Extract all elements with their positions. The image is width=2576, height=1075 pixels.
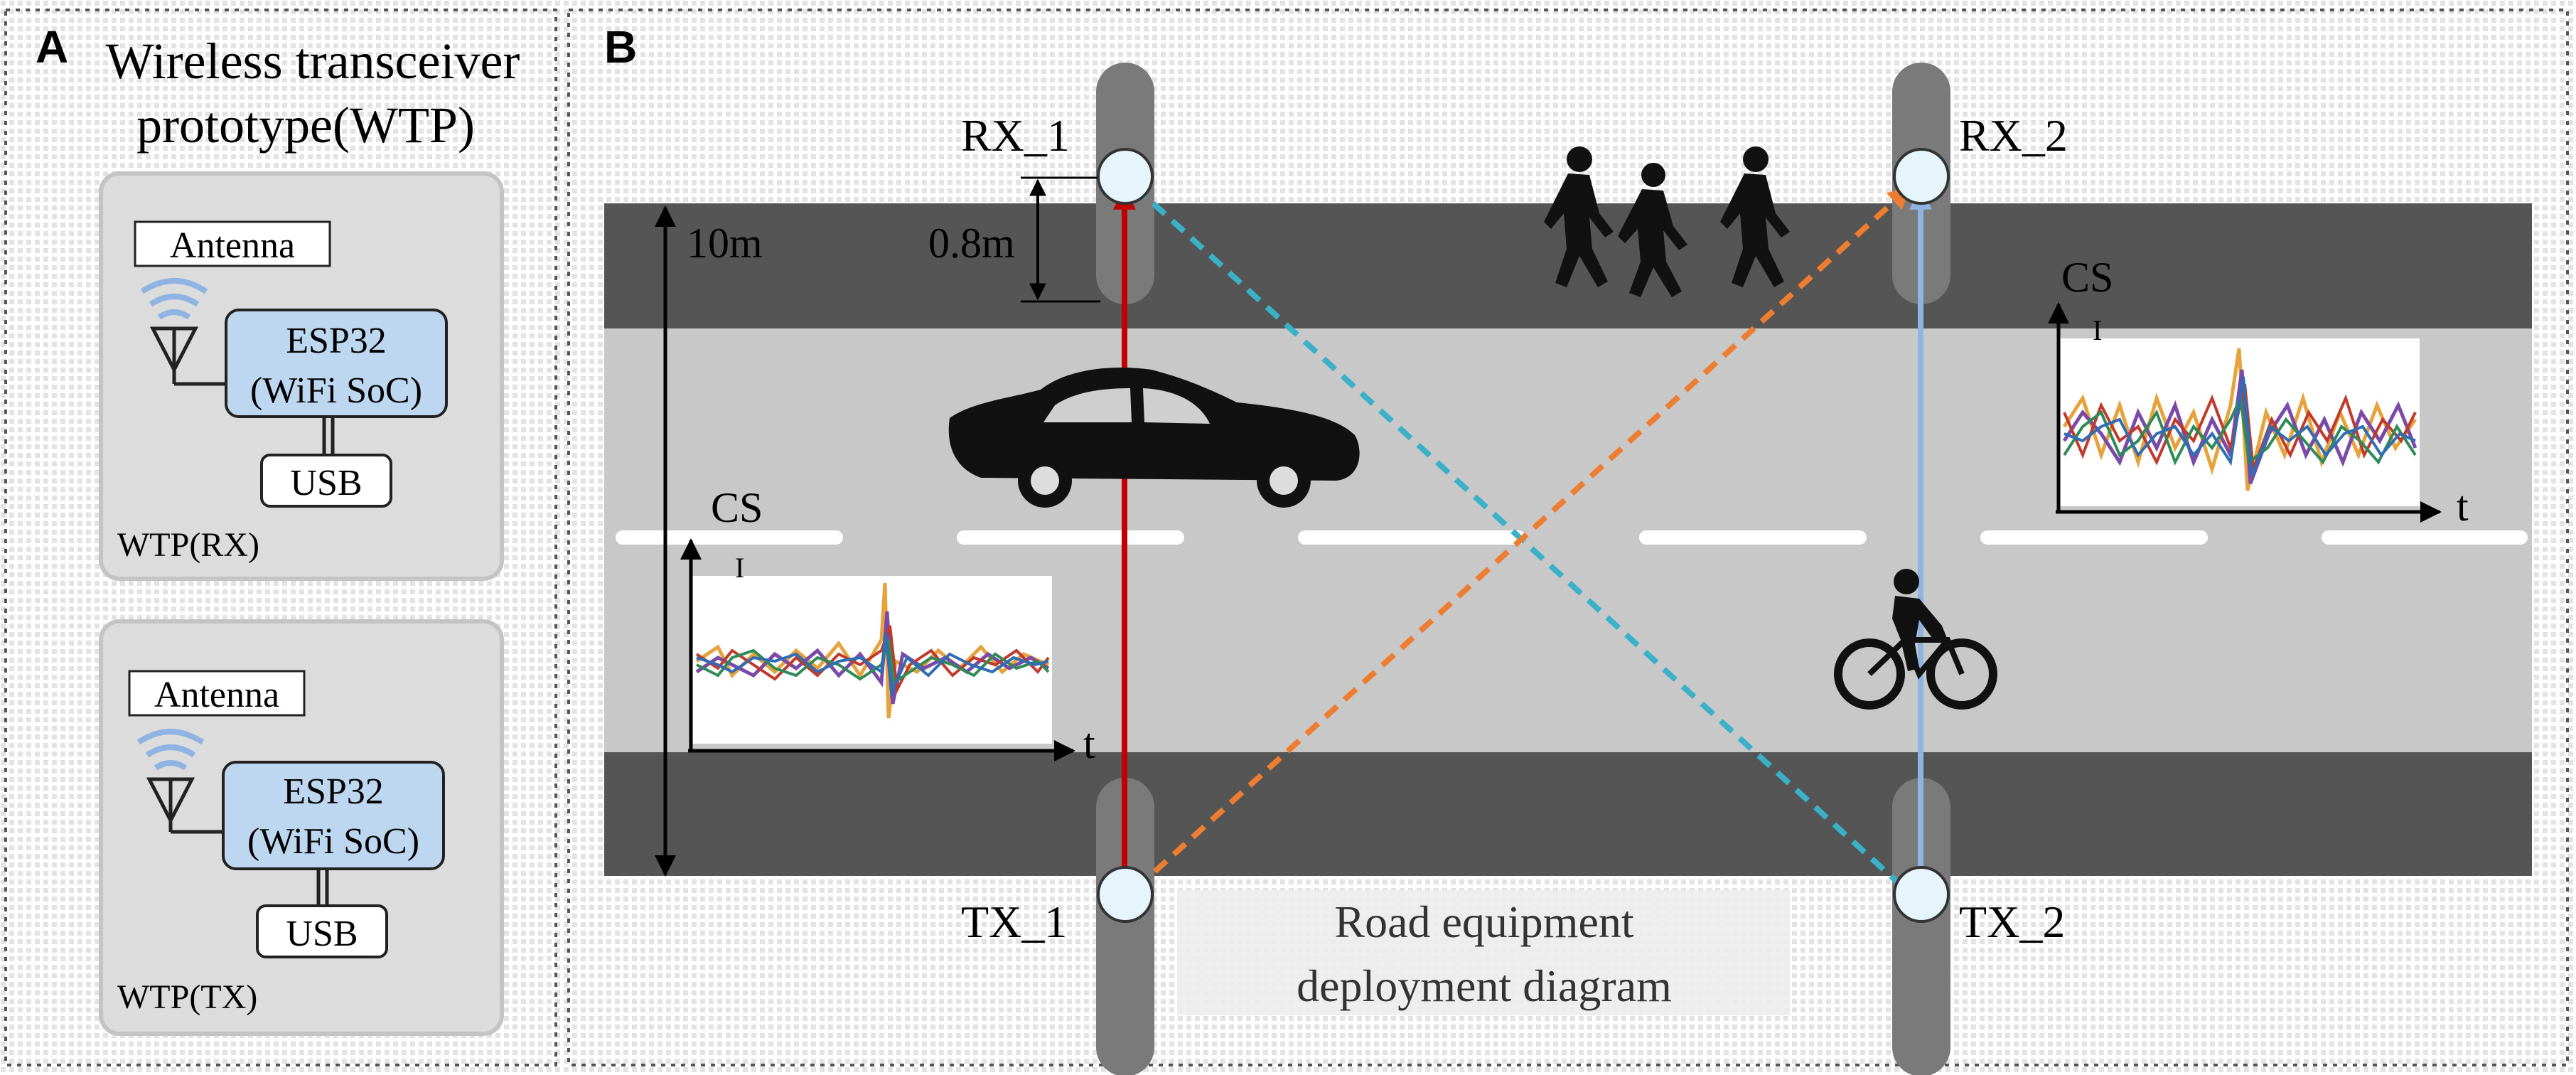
chip-label-line2: (WiFi SoC) — [250, 370, 422, 411]
usb-label: USB — [286, 914, 358, 954]
device-label: WTP(RX) — [117, 526, 259, 564]
lane-dash — [616, 530, 843, 545]
usb-label: USB — [290, 463, 362, 503]
pole-tx1 — [1096, 778, 1154, 1075]
panel-a: A Wireless transceiver prototype(WTP) An… — [4, 9, 557, 1066]
esp32-chip — [222, 761, 445, 870]
panel-a-frame — [4, 9, 557, 1066]
node-tx1 — [1097, 866, 1154, 923]
plot-y-label: CS — [711, 484, 763, 531]
node-label-tx1: TX_1 — [961, 897, 1067, 947]
panel-a-title-line1: Wireless transceiver — [106, 33, 520, 90]
panel-b: B 10m 0.8m — [567, 9, 2569, 1075]
pedestrian-icon — [1618, 163, 1687, 297]
plot-x-label: t — [1083, 720, 1095, 767]
antenna-label-box — [128, 670, 306, 717]
plot-x-label: t — [2457, 483, 2469, 530]
chip-label-line2: (WiFi SoC) — [247, 821, 419, 862]
chip-label-line1: ESP32 — [286, 321, 387, 361]
link-tx1-rx2 — [1134, 186, 1911, 891]
lane-dash — [2322, 530, 2528, 545]
panel-a-title-line2: prototype(WTP) — [136, 97, 475, 154]
panel-b-letter: B — [604, 21, 637, 73]
caption-box — [1177, 890, 1790, 1015]
signal-plot-right: CS I t — [2048, 254, 2469, 530]
plot-y-label: CS — [2061, 254, 2113, 301]
usb-port — [260, 454, 392, 508]
antenna-icon — [140, 278, 226, 386]
cyclist-icon — [1834, 569, 1997, 710]
sidewalk-bottom — [604, 752, 2532, 876]
antenna-label: Antenna — [170, 225, 295, 266]
node-rx1 — [1097, 148, 1154, 205]
chip-label-line1: ESP32 — [283, 771, 384, 812]
panel-b-frame — [567, 9, 2569, 1066]
esp32-chip — [225, 309, 448, 418]
lane-dash — [1980, 530, 2208, 545]
antenna-label-box — [134, 220, 331, 267]
plot-y-sub: I — [2093, 314, 2102, 346]
pole-tx2 — [1892, 778, 1950, 1075]
lane-dash — [1298, 530, 1525, 545]
node-label-rx1: RX_1 — [961, 110, 1070, 161]
node-rx2 — [1893, 148, 1950, 205]
plot-y-sub: I — [735, 552, 744, 584]
antenna-icon — [136, 729, 223, 834]
usb-port — [256, 904, 388, 958]
car-icon — [948, 368, 1360, 508]
road-width-label: 10m — [687, 220, 763, 267]
node-label-rx2: RX_2 — [1959, 110, 2068, 161]
caption-line2: deployment diagram — [1297, 961, 1672, 1011]
antenna-label: Antenna — [154, 675, 279, 715]
signal-trace — [696, 632, 1049, 699]
pedestrian-icon — [1544, 146, 1614, 287]
device-label: WTP(TX) — [117, 978, 257, 1016]
lane-dash — [1639, 530, 1867, 545]
signal-trace — [2064, 376, 2416, 477]
node-label-tx2: TX_2 — [1959, 897, 2065, 947]
signal-plot-left: CS I t — [680, 484, 1095, 767]
panel-a-letter: A — [36, 21, 68, 73]
pole-offset-label: 0.8m — [928, 220, 1015, 267]
caption-line1: Road equipment — [1334, 897, 1633, 947]
device-card-tx: Antenna ESP32 (WiFi SoC) USB WTP(TX) — [99, 619, 504, 1036]
device-card-rx: Antenna ESP32 (WiFi SoC) USB WTP(RX) — [99, 171, 504, 581]
lane-dash — [957, 530, 1184, 545]
node-tx2 — [1893, 866, 1950, 923]
pedestrian-icon — [1720, 146, 1790, 287]
